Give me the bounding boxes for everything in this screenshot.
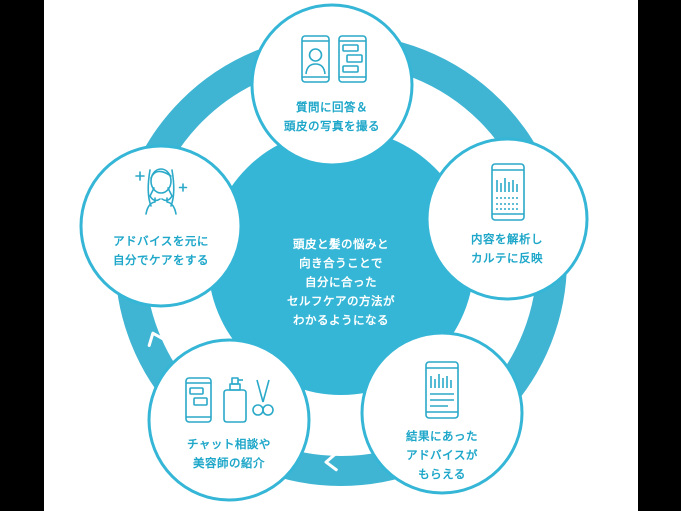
step-label-line: 自分でケアをする <box>113 253 209 267</box>
ring-arrow <box>503 309 522 325</box>
step-label-line: 結果にあった <box>406 429 478 443</box>
step-label-line: カルテに反映 <box>471 251 543 265</box>
step-label-line: 質問に回答＆ <box>296 100 368 114</box>
ring-arrow <box>219 118 236 135</box>
center-line: 向き合うことで <box>299 256 383 270</box>
phone-chat-icon <box>301 35 367 83</box>
woman-sparkle-icon <box>135 168 188 215</box>
step-label-get-advice: 結果にあった アドバイスが もらえる <box>357 427 527 484</box>
step-circle <box>79 144 243 308</box>
center-line: 頭皮と髪の悩みと <box>293 237 389 251</box>
center-message: 頭皮と髪の悩みと 向き合うことで 自分に合った セルフケアの方法が わかるように… <box>216 235 466 330</box>
cycle-diagram: 質問に回答＆ 頭皮の写真を撮る 内容を解析し カルテに反映 結果にあった アドバ… <box>44 0 638 511</box>
ring-arrow <box>324 452 338 472</box>
diagram-graphics <box>79 3 589 502</box>
step-label-line: もらえる <box>418 467 466 481</box>
step-circle <box>360 331 524 495</box>
step-label-self-care: アドバイスを元に 自分でケアをする <box>76 232 246 270</box>
ring-arrow <box>437 99 453 116</box>
step-circle <box>425 137 589 301</box>
step-label-chat-consult: チャット相談や 美容師の紹介 <box>144 435 314 473</box>
salon-tools-icon <box>185 377 274 423</box>
center-line: わかるようになる <box>293 313 389 327</box>
center-line: 自分に合った <box>305 275 377 289</box>
phone-chart-icon <box>491 163 525 221</box>
step-label-answer-photo: 質問に回答＆ 頭皮の写真を撮る <box>247 98 417 136</box>
step-label-line: アドバイスを元に <box>113 234 209 248</box>
step-label-line: 内容を解析し <box>471 232 543 246</box>
step-label-analyze: 内容を解析し カルテに反映 <box>422 230 592 268</box>
step-label-line: チャット相談や <box>187 437 271 451</box>
center-line: セルフケアの方法が <box>287 294 395 308</box>
ring-arrow <box>147 331 166 347</box>
phone-report-icon <box>425 361 459 419</box>
step-label-line: 頭皮の写真を撮る <box>284 119 380 133</box>
step-label-line: 美容師の紹介 <box>193 456 265 470</box>
step-circle <box>147 338 311 502</box>
ring-arrows <box>147 99 522 472</box>
step-label-line: アドバイスが <box>406 448 478 462</box>
center-circle <box>208 129 474 395</box>
step-circle <box>250 3 414 167</box>
